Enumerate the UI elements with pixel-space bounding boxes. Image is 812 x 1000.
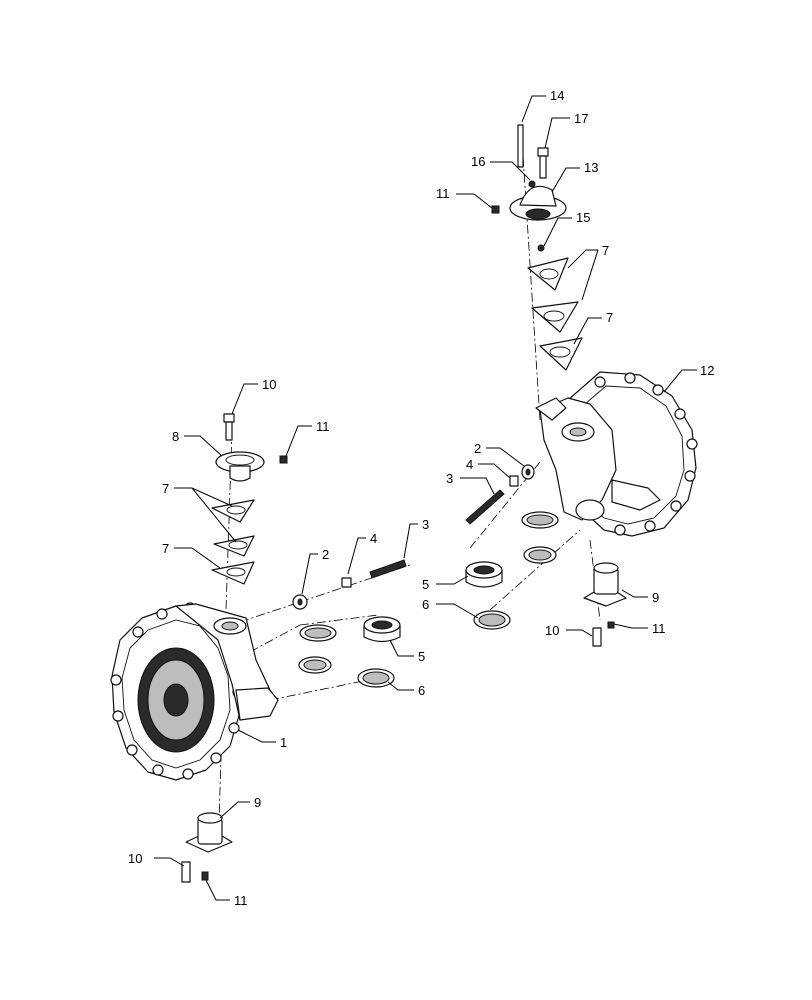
shim-7-r3 xyxy=(539,337,583,371)
seal-6-l xyxy=(357,668,395,688)
callout-7-l1: 7 xyxy=(162,481,169,496)
fitting-16 xyxy=(528,180,536,188)
callout-labels: 14 17 16 13 11 15 7 7 12 2 4 3 5 6 9 10 … xyxy=(128,88,714,908)
callout-2-l: 2 xyxy=(322,547,329,562)
pivot-9-l xyxy=(185,812,233,853)
nut-4-l xyxy=(341,577,352,588)
bolt-10-b xyxy=(181,861,191,883)
screw-11-top xyxy=(491,205,500,214)
pin-14 xyxy=(517,124,524,168)
callout-13: 13 xyxy=(584,160,598,175)
washer-2-l xyxy=(292,594,308,610)
callout-4-l: 4 xyxy=(370,531,377,546)
shim-7-l1 xyxy=(211,499,255,523)
callout-7-r2: 7 xyxy=(606,310,613,325)
bolt-17 xyxy=(537,147,549,179)
stud-3-r xyxy=(465,489,505,525)
callout-11-l: 11 xyxy=(316,419,330,434)
callout-6-l: 6 xyxy=(418,683,425,698)
cap-13 xyxy=(509,185,567,221)
bearing-cup-l1 xyxy=(299,624,337,642)
callout-9-l: 9 xyxy=(254,795,261,810)
callout-12: 12 xyxy=(700,363,714,378)
callout-10-b: 10 xyxy=(128,851,142,866)
bolt-10-l xyxy=(223,413,235,441)
callout-11-top: 11 xyxy=(436,186,450,201)
shim-7-r1 xyxy=(527,257,569,291)
callout-4-r: 4 xyxy=(466,457,473,472)
nut-4-r xyxy=(509,475,519,487)
bearing-cup-r2 xyxy=(523,546,557,564)
bearing-cup-l2 xyxy=(298,656,332,674)
callout-7-l2: 7 xyxy=(162,541,169,556)
cap-8 xyxy=(215,451,265,482)
pivot-9-r xyxy=(583,562,627,607)
callout-15: 15 xyxy=(576,210,590,225)
housing-1 xyxy=(110,602,279,781)
screw-11-l xyxy=(279,455,288,464)
callout-3-l: 3 xyxy=(422,517,429,532)
shim-7-l3 xyxy=(211,561,255,585)
callout-9-r: 9 xyxy=(652,590,659,605)
callout-11-r: 11 xyxy=(652,621,666,636)
callout-3-r: 3 xyxy=(446,471,453,486)
callout-17: 17 xyxy=(574,111,588,126)
callout-11-b: 11 xyxy=(234,893,248,908)
callout-2-r: 2 xyxy=(474,441,481,456)
callout-1: 1 xyxy=(280,735,287,750)
bearing-5-r xyxy=(465,561,503,588)
seal-6-r xyxy=(473,610,511,630)
housing-12 xyxy=(535,371,698,537)
callout-7-r1: 7 xyxy=(602,243,609,258)
callout-10-l: 10 xyxy=(262,377,276,392)
shim-7-r2 xyxy=(531,301,579,333)
axis-lines xyxy=(217,139,601,851)
leader-lines xyxy=(154,95,697,901)
bearing-5-l xyxy=(363,616,401,643)
callout-10-r: 10 xyxy=(545,623,559,638)
washer-2-r xyxy=(521,464,535,480)
screw-11-b xyxy=(201,871,209,881)
callout-5-r: 5 xyxy=(422,577,429,592)
plug-15 xyxy=(537,244,545,252)
bolt-10-r xyxy=(592,627,602,647)
stud-3-l xyxy=(369,559,407,579)
callout-8: 8 xyxy=(172,429,179,444)
callout-16: 16 xyxy=(471,154,485,169)
callout-6-r: 6 xyxy=(422,597,429,612)
callout-5-l: 5 xyxy=(418,649,425,664)
bearing-cup-r1 xyxy=(521,511,559,529)
callout-14: 14 xyxy=(550,88,564,103)
screw-11-r xyxy=(607,621,615,629)
